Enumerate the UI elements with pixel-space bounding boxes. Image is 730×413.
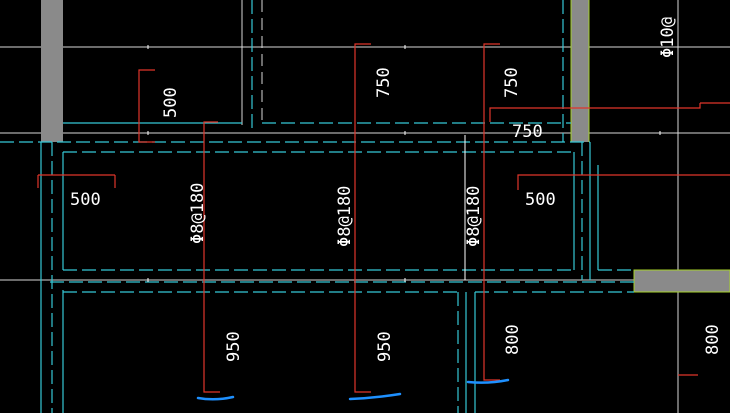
blue-mark-3	[466, 378, 510, 384]
wall-segment-right	[634, 270, 730, 292]
dim-950-1[interactable]: 950	[224, 331, 244, 362]
rebar-lines	[37, 43, 730, 393]
dim-800-1[interactable]: 800	[503, 324, 523, 355]
tick-marks	[147, 45, 661, 282]
rebar-spec-top-right[interactable]: Φ10@	[658, 17, 678, 58]
rebar-spec-2[interactable]: Φ8@180	[335, 186, 355, 247]
column-left	[41, 0, 63, 142]
dim-950-2[interactable]: 950	[375, 331, 395, 362]
dim-750-horizontal[interactable]: 750	[512, 122, 543, 142]
dim-500-top[interactable]: 500	[161, 87, 181, 118]
blue-annotation-marks	[196, 378, 510, 401]
dim-500-left[interactable]: 500	[70, 190, 101, 210]
wall-segment-right-outline	[633, 269, 730, 293]
rebar-spec-1[interactable]: Φ8@180	[188, 183, 208, 244]
column-right	[571, 0, 589, 142]
blue-mark-2	[348, 392, 402, 401]
dim-800-2[interactable]: 800	[703, 324, 723, 355]
blue-mark-1	[196, 395, 235, 401]
dim-500-right[interactable]: 500	[525, 190, 556, 210]
beam-lines	[0, 0, 634, 413]
rebar-spec-3[interactable]: Φ8@180	[464, 186, 484, 247]
dim-750-mid[interactable]: 750	[374, 67, 394, 98]
dim-750-right[interactable]: 750	[502, 67, 522, 98]
